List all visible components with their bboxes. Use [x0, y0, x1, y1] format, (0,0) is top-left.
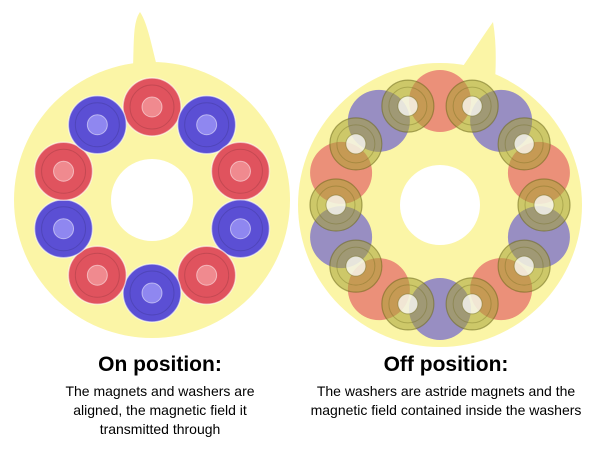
on-position-assembly	[14, 12, 290, 338]
off-washer-hole	[461, 293, 483, 315]
off-washer	[381, 277, 435, 331]
on-magnet-rim	[74, 252, 120, 298]
on-magnet-hole	[229, 218, 251, 240]
off-washer	[381, 79, 435, 133]
off-position-assembly	[298, 22, 582, 347]
off-washer	[309, 178, 363, 232]
off-washer-hole	[533, 194, 555, 216]
off-washer-rim	[336, 124, 376, 164]
on-magnet-hole	[141, 96, 163, 118]
on-magnet-hole	[196, 264, 218, 286]
off-washer-rim	[504, 124, 544, 164]
off-washer-hole	[325, 194, 347, 216]
on-magnet-blue	[210, 198, 271, 259]
on-magnet-rim	[217, 206, 263, 252]
on-magnet-blue	[176, 95, 237, 155]
off-washer	[517, 178, 571, 232]
off-washer-hole	[461, 95, 483, 117]
on-magnet-rim	[184, 252, 230, 298]
on-magnet-rim	[184, 102, 230, 148]
off-washer-rim	[452, 86, 492, 126]
on-magnet-hole	[86, 264, 108, 286]
on-disc-tab	[133, 12, 158, 70]
on-position-title: On position:	[98, 353, 222, 376]
on-magnet-blue	[67, 95, 128, 155]
off-washer	[445, 79, 499, 133]
off-washer-rim	[388, 86, 428, 126]
off-washer-rim	[388, 284, 428, 324]
on-magnet-red	[67, 245, 128, 305]
off-washer-rim	[452, 284, 492, 324]
on-center-hole	[111, 159, 193, 241]
on-magnet-rim	[41, 148, 87, 194]
on-magnet-hole	[229, 160, 251, 182]
on-magnet-rim	[41, 206, 87, 252]
on-magnet-red	[33, 141, 94, 202]
off-washer-hole	[397, 95, 419, 117]
off-washer-hole	[345, 255, 367, 277]
on-magnet-red	[210, 141, 271, 202]
off-washer-hole	[345, 133, 367, 155]
off-washer-rim	[524, 185, 564, 225]
off-washer-hole	[513, 133, 535, 155]
off-position-description: The washers are astride magnets and the …	[310, 383, 582, 418]
off-washer-hole	[397, 293, 419, 315]
off-washer	[445, 277, 499, 331]
off-washer-rim	[336, 246, 376, 286]
off-washer	[329, 117, 383, 171]
on-magnet-rim	[74, 102, 120, 148]
off-position-title: Off position:	[383, 353, 509, 376]
off-washer-rim	[504, 246, 544, 286]
off-washer	[497, 239, 551, 293]
off-washer-rim	[316, 185, 356, 225]
off-washer-hole	[513, 255, 535, 277]
on-magnet-rim	[129, 270, 175, 316]
on-magnet-blue	[122, 263, 182, 323]
on-magnet-hole	[86, 114, 108, 136]
on-position-caption: On position: The magnets and washers are…	[40, 352, 280, 439]
off-position-caption: Off position: The washers are astride ma…	[300, 352, 592, 420]
on-magnet-hole	[53, 218, 75, 240]
on-magnet-rim	[129, 84, 175, 130]
on-position-description: The magnets and washers are aligned, the…	[65, 383, 255, 437]
on-magnet-hole	[141, 282, 163, 304]
off-washer	[497, 117, 551, 171]
off-center-hole	[400, 165, 480, 245]
on-magnet-blue	[33, 198, 94, 259]
off-washer	[329, 239, 383, 293]
on-magnet-red	[122, 77, 182, 137]
on-magnet-rim	[217, 148, 263, 194]
on-magnet-red	[176, 245, 237, 305]
on-magnet-hole	[53, 160, 75, 182]
on-magnet-hole	[196, 114, 218, 136]
